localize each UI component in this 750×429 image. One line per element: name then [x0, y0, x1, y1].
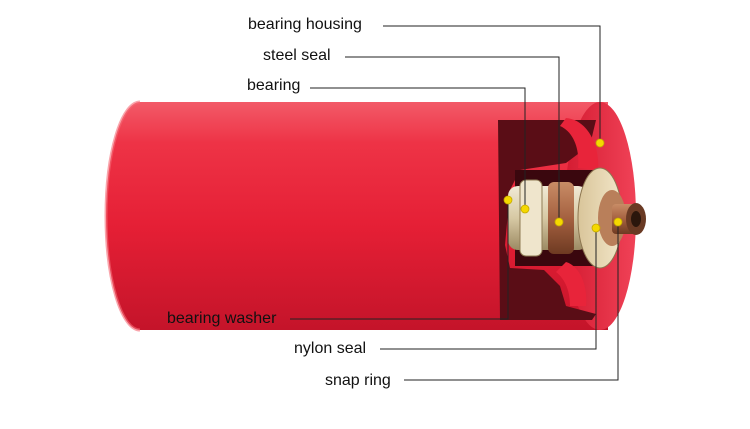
label-steel-seal: steel seal [263, 47, 331, 64]
label-nylon-seal: nylon seal [294, 340, 367, 357]
label-bearing-washer: bearing washer [167, 310, 277, 327]
label-bearing-housing: bearing housing [248, 16, 362, 33]
leader-nylon-seal [380, 228, 597, 350]
markers [503, 138, 623, 233]
housing-lip-lower [556, 262, 587, 306]
marker-bearing-housing [595, 138, 605, 148]
marker-snap-ring [613, 217, 623, 227]
label-snap-ring: snap ring [325, 372, 391, 389]
leader-steel-seal [345, 56, 560, 222]
marker-steel-seal [554, 217, 564, 227]
cutaway-opening [498, 120, 596, 320]
leader-snap-ring [404, 222, 619, 381]
shaft-tip-hole [631, 211, 641, 227]
marker-bearing-washer [503, 195, 513, 205]
label-bearing: bearing [247, 77, 301, 94]
housing-lip [560, 118, 599, 170]
roller-tube [106, 102, 608, 330]
bearing-race [519, 179, 543, 257]
marker-bearing [520, 204, 530, 214]
steel-seal-ring [548, 182, 574, 254]
leader-bearing [310, 87, 526, 209]
leader-lines [290, 25, 619, 381]
leader-bearing-housing [383, 25, 601, 143]
leader-bearing-washer [290, 200, 509, 320]
marker-nylon-seal [591, 223, 601, 233]
roller-tube-left-end [104, 100, 141, 332]
